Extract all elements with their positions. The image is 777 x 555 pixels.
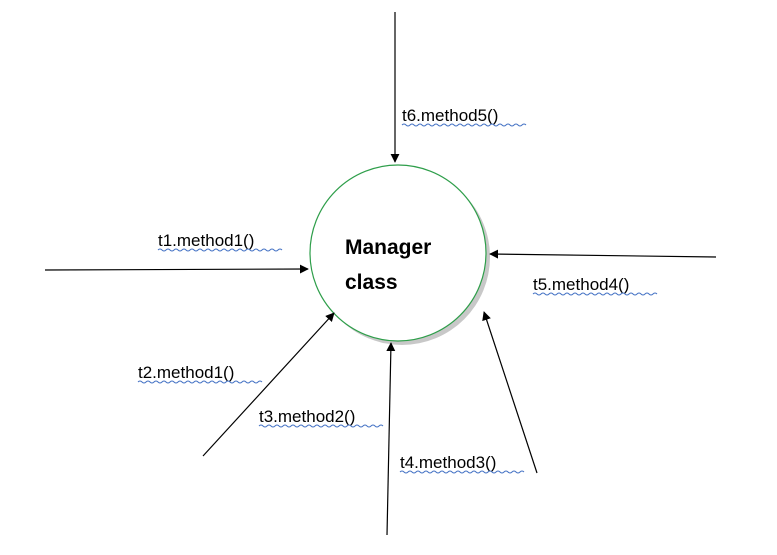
call-label-t1: t1.method1() xyxy=(158,231,254,250)
call-label-t2: t2.method1() xyxy=(138,363,234,382)
call-label-t4: t4.method3() xyxy=(400,453,496,472)
manager-node-label-line1: Manager xyxy=(345,236,431,259)
spellcheck-underline-t5 xyxy=(532,292,658,296)
spellcheck-underline-t6 xyxy=(401,123,527,127)
manager-node-label-line2: class xyxy=(345,271,398,294)
call-label-t3: t3.method2() xyxy=(259,407,355,426)
spellcheck-underline-t4 xyxy=(399,470,525,474)
spellcheck-underline-t1 xyxy=(157,248,283,252)
call-arrow-t4 xyxy=(482,311,538,474)
call-arrow-t5 xyxy=(489,249,717,259)
call-arrow-t2 xyxy=(202,312,335,457)
call-label-t6: t6.method5() xyxy=(402,106,498,125)
call-arrow-t1 xyxy=(44,264,309,274)
spellcheck-underline-t2 xyxy=(137,380,263,384)
call-label-t5: t5.method4() xyxy=(533,275,629,294)
spellcheck-underline-t3 xyxy=(258,424,384,428)
call-arrow-t3 xyxy=(386,342,396,536)
manager-node-circle xyxy=(309,164,487,342)
